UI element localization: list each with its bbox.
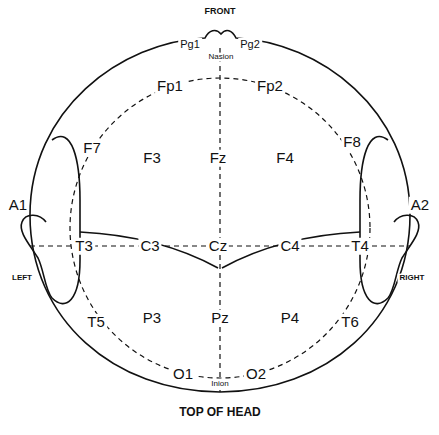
electrode-label: C3 — [138, 238, 161, 255]
head-outline — [30, 31, 410, 392]
electrode-label: LEFT — [10, 274, 34, 283]
electrode-label: F3 — [141, 150, 163, 167]
electrode-label: Fp1 — [155, 78, 185, 95]
electrode-label: F4 — [274, 150, 296, 167]
electrode-label: Fz — [208, 150, 229, 167]
electrode-label: Inion — [209, 380, 230, 389]
electrode-label: T3 — [73, 238, 95, 255]
electrode-label: A1 — [7, 197, 29, 214]
electrode-label: P3 — [141, 310, 163, 327]
electrode-label: T4 — [349, 238, 371, 255]
electrode-label: FRONT — [203, 7, 238, 17]
electrode-label: Nasion — [207, 53, 236, 62]
electrode-label: RIGHT — [398, 274, 427, 283]
electrode-label: Cz — [207, 238, 229, 255]
electrode-label: Pz — [209, 310, 231, 327]
electrode-label: A2 — [409, 197, 431, 214]
electrode-label: O1 — [171, 366, 195, 383]
caption: TOP OF HEAD — [177, 406, 263, 419]
electrode-label: T5 — [85, 314, 107, 331]
coronal-curve — [222, 232, 360, 268]
electrode-label: F8 — [341, 134, 363, 151]
electrode-label: C4 — [278, 238, 301, 255]
electrode-label: F7 — [81, 140, 103, 157]
electrode-label: Pg1 — [178, 38, 202, 50]
electrode-label: P4 — [279, 310, 301, 327]
midline — [219, 48, 220, 392]
electrode-label: Pg2 — [238, 38, 262, 50]
coronal-curve — [80, 232, 218, 268]
electrode-label: T6 — [339, 314, 361, 331]
electrode-label: O2 — [244, 366, 268, 383]
electrode-label: Fp2 — [255, 78, 285, 95]
